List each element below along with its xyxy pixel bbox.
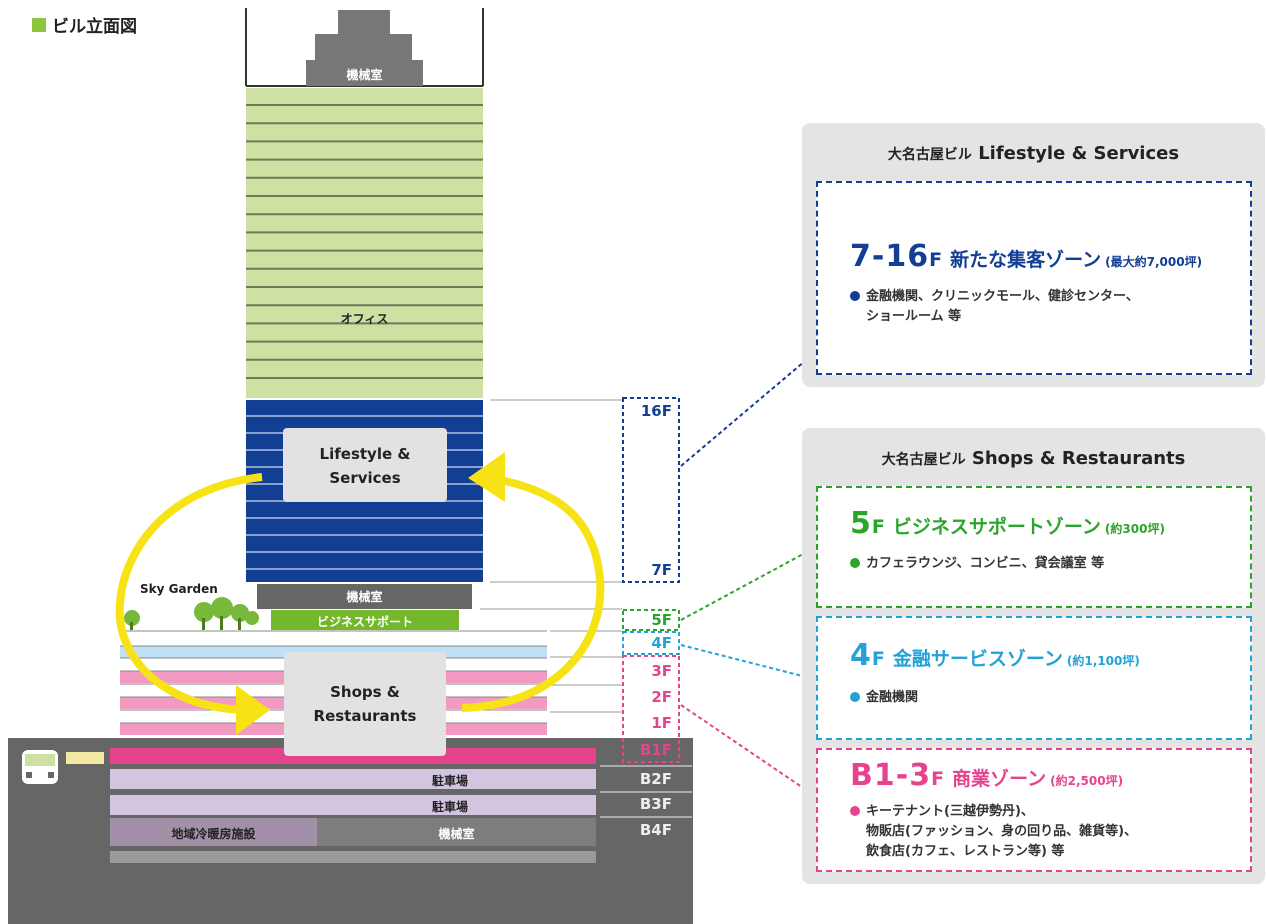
b4-district-heating xyxy=(110,818,317,846)
machine-room-mid xyxy=(257,584,472,609)
shops-label-box: Shops & Restaurants xyxy=(284,652,446,756)
podium-band xyxy=(120,631,547,643)
parking-b2-label: 駐車場 xyxy=(431,774,468,788)
machine-room-b4-label: 機械室 xyxy=(438,827,475,841)
b5-slab xyxy=(110,851,596,863)
underground-passage xyxy=(66,752,104,764)
floor-label-5f: 5F xyxy=(651,611,672,629)
bullet-icon xyxy=(850,558,860,568)
bullet-icon xyxy=(850,291,860,301)
green-square-icon xyxy=(32,17,46,32)
machine-room-top-label: 機械室 xyxy=(346,68,383,82)
floor-label-16f: 16F xyxy=(640,402,672,420)
office-floor-lines xyxy=(246,104,483,379)
zone-4f-body: 金融機関 xyxy=(850,688,918,708)
b1-floor xyxy=(110,748,596,764)
f5-bracket xyxy=(622,609,680,631)
floor-label-b3f: B3F xyxy=(639,795,672,813)
b3-floor xyxy=(110,795,596,815)
tree-icon xyxy=(124,597,259,630)
office-label: オフィス xyxy=(340,312,389,326)
district-heating-label: 地域冷暖房施設 xyxy=(171,827,256,841)
floor-label-1f: 1F xyxy=(651,714,672,732)
lifestyle-floor-bracket xyxy=(622,397,680,583)
panel-lifestyle-title: 大名古屋ビル Lifestyle & Services xyxy=(887,143,1180,164)
floor-label-2f: 2F xyxy=(651,688,672,706)
bullet-icon xyxy=(850,692,860,702)
office-floors xyxy=(246,88,483,398)
b4-machine-room xyxy=(317,818,596,846)
floor-label-4f: 4F xyxy=(651,634,672,652)
floor-label-b4f: B4F xyxy=(639,821,672,839)
business-support-floor xyxy=(271,610,459,630)
machine-room-mid-label: 機械室 xyxy=(346,590,383,604)
zone-7-16f-body: 金融機関、クリニックモール、健診センター、 ショールーム 等 xyxy=(850,287,1139,327)
parking-b3-label: 駐車場 xyxy=(431,800,468,814)
f4-bracket xyxy=(622,631,680,655)
zone-b1-3f-body: キーテナント(三越伊勢丹)、 物販店(ファッション、身の回り品、雑貨等)、 飲食… xyxy=(850,802,1137,862)
train-icon xyxy=(22,750,58,784)
retail-floor-bracket xyxy=(622,655,680,763)
rooftop-machine-room xyxy=(306,10,423,86)
lifestyle-label-box: Lifestyle & Services xyxy=(283,428,447,502)
floor-label-b2f: B2F xyxy=(639,770,672,788)
page-title: ビル立面図 xyxy=(32,12,137,37)
floor-label-3f: 3F xyxy=(651,662,672,680)
business-support-label: ビジネスサポート xyxy=(316,615,413,629)
bullet-icon xyxy=(850,806,860,816)
floor-label-7f: 7F xyxy=(651,561,672,579)
floor-label-b1f: B1F xyxy=(639,741,672,759)
b2-floor xyxy=(110,769,596,789)
zone-5f-body: カフェラウンジ、コンビニ、貸会議室 等 xyxy=(850,554,1104,574)
sky-garden-label: Sky Garden xyxy=(140,582,218,596)
panel-shops-title: 大名古屋ビル Shops & Restaurants xyxy=(881,448,1186,469)
